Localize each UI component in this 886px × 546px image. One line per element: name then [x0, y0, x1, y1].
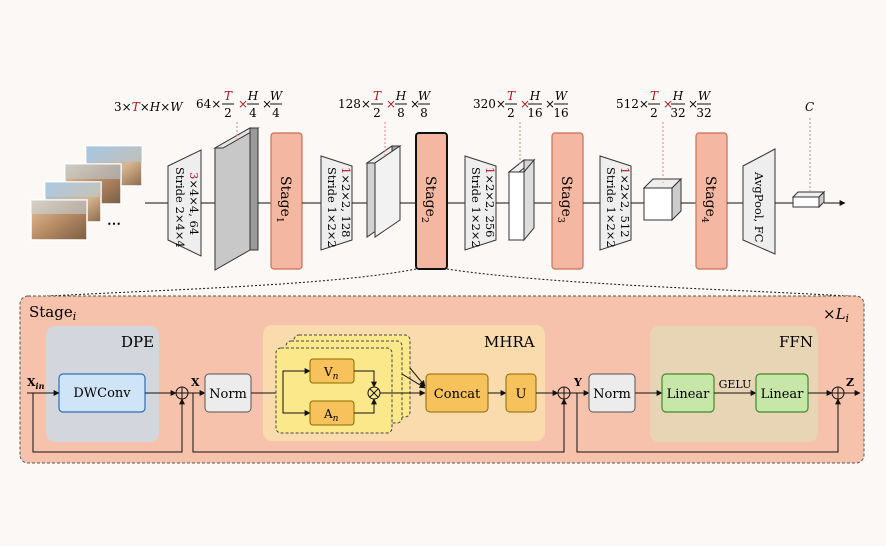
v-label: Vn	[323, 365, 339, 382]
svg-text:T: T	[650, 89, 659, 103]
downsample-1-block	[320, 155, 353, 251]
svg-text:×: ×	[663, 97, 673, 111]
stage-1-label: Stage1	[274, 176, 293, 223]
feature-map-2	[365, 145, 402, 238]
feature-map-1	[213, 127, 260, 271]
svg-text:W: W	[270, 89, 284, 103]
output-vector	[791, 190, 826, 209]
svg-text:16: 16	[553, 106, 568, 120]
zoom-line-right	[446, 268, 863, 298]
svg-text:×: ×	[238, 97, 248, 111]
dims-4: 512× T 2 × H 32 × W 32	[616, 89, 712, 120]
svg-text:H: H	[247, 89, 259, 103]
output-dim-label: C	[805, 100, 814, 114]
dims-1: 64× T 2 × H 4 × W 4	[196, 89, 284, 120]
y-label: Y	[573, 376, 582, 389]
svg-text:8: 8	[397, 106, 405, 120]
stage-4-label: Stage4	[699, 176, 718, 223]
svg-text:64×: 64×	[196, 97, 221, 111]
svg-text:2: 2	[373, 106, 381, 120]
a-label: An	[323, 407, 339, 424]
svg-text:×: ×	[520, 97, 530, 111]
svg-text:T: T	[224, 89, 233, 103]
svg-text:W: W	[698, 89, 712, 103]
u-label: U	[516, 387, 527, 402]
linear-label-2: Linear	[761, 387, 805, 402]
svg-text:320×: 320×	[473, 97, 506, 111]
svg-text:16: 16	[527, 106, 542, 120]
svg-text:128×: 128×	[338, 97, 371, 111]
svg-text:H: H	[672, 89, 684, 103]
dims-3: 320× T 2 × H 16 × W 16	[473, 89, 569, 120]
downsample-2-text: 1×2×2, 256	[483, 167, 497, 238]
svg-text:2: 2	[224, 106, 232, 120]
stage-4-block[interactable]	[695, 132, 728, 270]
dwconv-label: DWConv	[73, 386, 131, 401]
ellipsis: ⋯	[107, 216, 121, 232]
gelu-label: GELU	[719, 378, 752, 391]
downsample-3-text: 1×2×2, 512	[618, 167, 632, 238]
stage-detail-title: Stagei	[29, 303, 76, 323]
downsample-3-stride: Stride 1×2×2	[604, 167, 618, 248]
input-video-frames	[30, 145, 143, 241]
stage-3-label: Stage3	[555, 176, 574, 223]
head-text: AvgPool, FC	[752, 171, 766, 243]
conv-stem-text: 3×4×4, 64	[187, 172, 201, 235]
svg-text:×: ×	[688, 97, 698, 111]
svg-text:2: 2	[650, 106, 658, 120]
svg-text:×: ×	[262, 97, 272, 111]
svg-text:T: T	[373, 89, 382, 103]
svg-text:×: ×	[386, 97, 396, 111]
norm-label-2: Norm	[593, 387, 631, 402]
downsample-2-stride: Stride 1×2×2	[469, 167, 483, 248]
svg-text:H: H	[395, 89, 407, 103]
x-label: X	[191, 376, 200, 389]
concat-label: Concat	[434, 387, 481, 402]
svg-text:512×: 512×	[616, 97, 649, 111]
ffn-group	[650, 326, 818, 442]
mhra-label: MHRA	[484, 333, 535, 351]
svg-text:W: W	[418, 89, 432, 103]
downsample-1-text: 1×2×2, 128	[339, 167, 353, 238]
dims-2: 128× T 2 × H 8 × W 8	[338, 89, 432, 120]
svg-text:4: 4	[272, 106, 280, 120]
svg-text:32: 32	[696, 106, 711, 120]
stage-2-label: Stage2	[419, 176, 438, 223]
x-in-label: Xin	[27, 376, 45, 391]
downsample-1-stride: Stride 1×2×2	[325, 167, 339, 248]
downsample-2-block	[464, 155, 497, 251]
svg-text:2: 2	[507, 106, 515, 120]
z-label: Z	[846, 376, 854, 389]
feature-map-3	[507, 158, 536, 242]
stage-repeat-label: ×Li	[823, 305, 849, 325]
svg-text:8: 8	[420, 106, 428, 120]
conv-stem-stride: Stride 2×4×4	[173, 167, 187, 248]
svg-text:4: 4	[249, 106, 257, 120]
dpe-label: DPE	[121, 333, 154, 351]
downsample-3-block	[599, 155, 632, 251]
svg-text:×: ×	[410, 97, 420, 111]
feature-map-4	[642, 177, 683, 222]
svg-text:H: H	[529, 89, 541, 103]
svg-text:×: ×	[545, 97, 555, 111]
svg-text:T: T	[507, 89, 516, 103]
stage-1-block[interactable]	[270, 132, 303, 270]
stage-3-block[interactable]	[551, 132, 584, 270]
input-dims-label: 3×T×H×W	[114, 100, 184, 114]
stage-2-block[interactable]	[415, 132, 448, 270]
zoom-line-left	[31, 268, 417, 298]
head-block	[742, 148, 776, 255]
svg-text:W: W	[555, 89, 569, 103]
conv-stem-block	[167, 149, 202, 257]
norm-label-1: Norm	[209, 387, 247, 402]
svg-text:32: 32	[670, 106, 685, 120]
ffn-label: FFN	[779, 333, 813, 351]
linear-label-1: Linear	[667, 387, 711, 402]
